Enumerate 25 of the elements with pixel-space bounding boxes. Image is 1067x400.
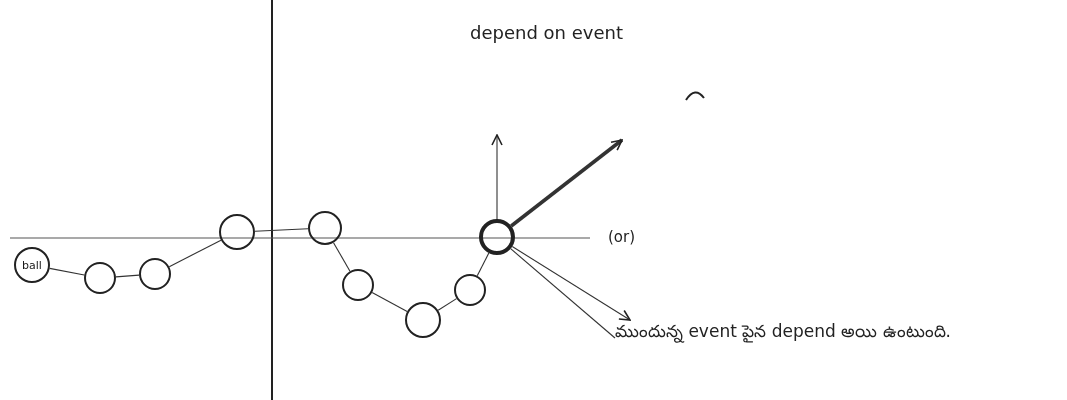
circle: [84, 262, 116, 294]
connector-line: [254, 228, 309, 232]
circle-label: ball: [22, 258, 42, 272]
connector-line: [168, 239, 222, 268]
circle: [219, 214, 255, 250]
circle: [342, 269, 374, 301]
arrow: [510, 138, 624, 228]
circle: [405, 302, 441, 338]
connector-line: [49, 267, 85, 276]
connector-line: [371, 292, 408, 313]
arrow: [491, 134, 503, 220]
circle: [139, 258, 171, 290]
connector-line: [332, 242, 351, 272]
connector-line: [437, 298, 458, 311]
connector-line: [115, 274, 140, 278]
circle: [14, 247, 50, 283]
arrow: [511, 246, 631, 321]
connector-line: [476, 252, 490, 277]
annotation-text: (or): [608, 228, 636, 246]
circle: [454, 274, 486, 306]
leader-line: [510, 248, 616, 339]
circle: [479, 219, 515, 255]
note-text: ముందున్న event పైన depend అయి ఉంటుంది.: [615, 320, 1035, 343]
annotation-text: depend on event: [470, 22, 623, 43]
circle: [308, 211, 342, 245]
